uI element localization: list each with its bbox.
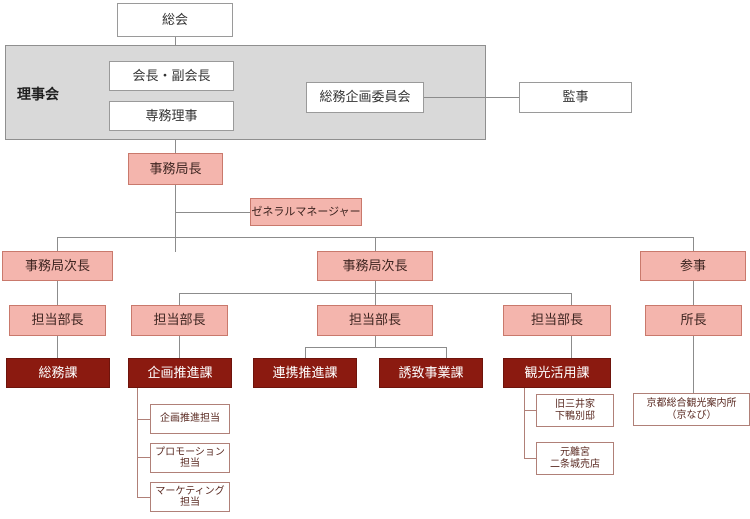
node-director[interactable]: 所長 bbox=[645, 305, 742, 336]
node-general-manager[interactable]: ゼネラルマネージャー bbox=[250, 198, 362, 226]
connector-general-meeting-to-board bbox=[175, 37, 176, 46]
connector-bus-to-division-3 bbox=[693, 237, 694, 251]
node-planning-unit-1[interactable]: 企画推進担当 bbox=[150, 404, 230, 434]
connector-bus-to-manager3 bbox=[375, 293, 376, 305]
connector-division1-to-manager1 bbox=[57, 281, 58, 305]
node-tourism-utilization-section[interactable]: 観光活用課 bbox=[503, 358, 611, 388]
node-managing-director[interactable]: 専務理事 bbox=[109, 101, 234, 131]
connector-planning-unit-3 bbox=[137, 497, 150, 498]
node-manager-1[interactable]: 担当部長 bbox=[9, 305, 106, 336]
node-planning-promotion-section[interactable]: 企画推進課 bbox=[128, 358, 232, 388]
node-manager-3[interactable]: 担当部長 bbox=[317, 305, 433, 336]
node-info-center[interactable]: 京都総合観光案内所 （京なび） bbox=[633, 393, 750, 426]
connector-division2-down bbox=[375, 281, 376, 293]
connector-tourism-units-spine bbox=[524, 385, 525, 459]
connector-board-to-secretary-general bbox=[175, 140, 176, 154]
connector-secretary-general-to-general-manager bbox=[175, 212, 250, 213]
node-tourism-unit-2[interactable]: 元離宮 二条城売店 bbox=[536, 442, 614, 475]
node-general-affairs-section[interactable]: 総務課 bbox=[6, 358, 110, 388]
connector-bus-to-division-1 bbox=[57, 237, 58, 251]
connector-bus-to-manager2 bbox=[179, 293, 180, 305]
node-planning-unit-3[interactable]: マーケティング担当 bbox=[150, 482, 230, 512]
connector-bus-to-division-2 bbox=[375, 237, 376, 251]
node-counselor[interactable]: 参事 bbox=[640, 251, 746, 281]
connector-bus-to-cooperation-promotion bbox=[305, 347, 306, 358]
node-auditor[interactable]: 監事 bbox=[519, 82, 632, 113]
connector-counselor-to-director bbox=[693, 281, 694, 305]
connector-planning-unit-2 bbox=[137, 457, 150, 458]
board-panel-label: 理事会 bbox=[17, 86, 59, 102]
connector-director-to-info-center bbox=[693, 336, 694, 393]
connector-planning-unit-1 bbox=[137, 419, 150, 420]
connector-bus-to-manager4 bbox=[571, 293, 572, 305]
node-manager-2[interactable]: 担当部長 bbox=[131, 305, 228, 336]
connector-manager3-bus bbox=[305, 347, 446, 348]
connector-tourism-unit-1 bbox=[524, 410, 536, 411]
node-planning-committee[interactable]: 総務企画委員会 bbox=[306, 82, 424, 113]
connector-secretary-general-trunk bbox=[175, 185, 176, 252]
connector-planning-units-spine bbox=[137, 385, 138, 498]
node-manager-4[interactable]: 担当部長 bbox=[503, 305, 611, 336]
node-chairman[interactable]: 会長・副会長 bbox=[109, 61, 234, 91]
node-cooperation-promotion-section[interactable]: 連携推進課 bbox=[253, 358, 357, 388]
node-planning-unit-2[interactable]: プロモーション担当 bbox=[150, 443, 230, 473]
node-general-meeting[interactable]: 総会 bbox=[117, 3, 233, 37]
connector-committee-to-auditor bbox=[424, 97, 519, 98]
node-tourism-unit-1[interactable]: 旧三井家 下鴨別邸 bbox=[536, 394, 614, 427]
connector-tourism-unit-2 bbox=[524, 458, 536, 459]
node-secretary-general[interactable]: 事務局長 bbox=[128, 153, 223, 185]
connector-manager1-to-general-affairs bbox=[57, 336, 58, 358]
node-deputy-secretary-general-1[interactable]: 事務局次長 bbox=[2, 251, 113, 281]
connector-manager3-down bbox=[375, 336, 376, 347]
connector-manager4-to-tourism-utilization bbox=[571, 336, 572, 358]
connector-bus-to-attraction-business bbox=[446, 347, 447, 358]
node-attraction-business-section[interactable]: 誘致事業課 bbox=[379, 358, 483, 388]
node-deputy-secretary-general-2[interactable]: 事務局次長 bbox=[317, 251, 433, 281]
connector-manager2-to-planning-promotion bbox=[179, 336, 180, 358]
